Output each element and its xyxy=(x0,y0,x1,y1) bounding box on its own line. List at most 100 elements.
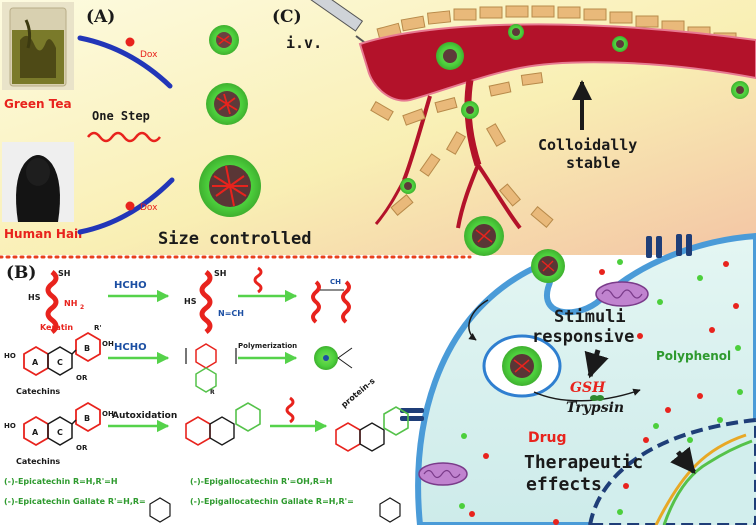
ring-b-label-1: B xyxy=(84,344,90,353)
vessel-branch-1 xyxy=(464,79,482,167)
dox-dot-top xyxy=(125,37,135,47)
stimuli-arrow xyxy=(584,349,609,379)
polyphenol-strand-bottom xyxy=(77,177,175,235)
drug-label: Drug xyxy=(528,430,567,446)
dna-helix xyxy=(654,433,753,525)
legend-epigallocatechin-gallate: (-)-Epigallocatechin Gallate R=H,R'= xyxy=(190,497,354,506)
vessel-nanoparticles xyxy=(400,24,749,256)
keratin-nh-label: NH xyxy=(64,299,77,308)
human-hair-label: Human Hair xyxy=(4,227,84,241)
cat2-oh: OH xyxy=(102,410,114,418)
vessel-branch-4 xyxy=(402,95,432,181)
polyphenol-dots xyxy=(459,259,743,515)
green-tea-photo xyxy=(2,2,74,90)
catechins-label-1: Catechins xyxy=(16,387,60,396)
size-controlled-label: Size controlled xyxy=(158,229,312,249)
mitochondrion-bottom xyxy=(418,462,468,486)
ring-c-label-2: C xyxy=(57,428,63,437)
human-hair-photo xyxy=(2,142,74,222)
dox-label-bottom: Dox xyxy=(140,203,158,213)
release-arrow xyxy=(533,388,641,402)
keratin-label: Keratin xyxy=(40,323,73,332)
cat2-or: OR xyxy=(76,444,88,452)
cat1-rprime: R' xyxy=(94,324,102,332)
green-tea-label: Green Tea xyxy=(4,97,72,111)
legend-epicatechin-gallate: (-)-Epicatechin Gallate R'=H,R= xyxy=(4,497,146,506)
polymer-nanoparticle xyxy=(314,346,353,370)
gsh-label: GSH xyxy=(570,380,606,396)
blood-vessel xyxy=(358,23,756,102)
therapeutic-label: Therapeutic xyxy=(524,452,643,473)
catechin-structure-2 xyxy=(23,401,101,447)
gallate-group-1 xyxy=(149,497,171,523)
crosslink-ch2-label: CH xyxy=(330,278,341,286)
nucleus-arrow xyxy=(670,446,696,474)
panel-c: (C) i.v. xyxy=(272,0,756,256)
legend-epigallocatechin: (-)-Epigallocatechin R'=OH,R=H xyxy=(190,477,332,486)
polyphenol-strand-top xyxy=(77,35,173,89)
panel-a-label: (A) xyxy=(86,7,115,27)
cat1-or: OR xyxy=(76,374,88,382)
endocytosis-nanoparticle xyxy=(531,249,565,283)
hcho-label-1: HCHO xyxy=(114,280,147,291)
cat1-ho: HO xyxy=(4,352,16,360)
endothelial-cells-bottom xyxy=(370,72,554,228)
keratin-hs-label: HS xyxy=(28,293,41,302)
catechin-structure-1 xyxy=(23,331,101,377)
ring-a-label-1: A xyxy=(32,358,39,367)
one-step-label: One Step xyxy=(92,109,150,123)
imine-sh-label: SH xyxy=(214,269,226,278)
mitochondrion-top xyxy=(595,281,649,307)
cell: Stimuli responsive GSH Trypsin Polypheno… xyxy=(400,232,756,525)
dox-label-top: Dox xyxy=(140,50,158,60)
poly-r-label: R xyxy=(210,389,215,396)
nanoparticle-small xyxy=(209,25,239,55)
keratin-helix xyxy=(45,270,59,334)
hcho-label-2: HCHO xyxy=(114,342,147,353)
keratin-nh-sub: 2 xyxy=(80,304,84,311)
mini-helix-2 xyxy=(285,396,295,424)
panel-b-label: (B) xyxy=(6,263,36,283)
nanoparticle-medium xyxy=(206,83,248,125)
catechin-polymer-unit xyxy=(185,343,237,393)
panel-c-label: (C) xyxy=(272,7,302,27)
imine-hs-label: HS xyxy=(184,297,197,306)
polyphenol-label: Polyphenol xyxy=(656,349,731,363)
cat2-ho: HO xyxy=(4,422,16,430)
effects-label: effects xyxy=(526,474,602,495)
mini-helix-1 xyxy=(253,266,263,294)
colloidally-label: Colloidally xyxy=(538,136,637,154)
dox-dot-bottom xyxy=(125,201,135,211)
polymerization-label: Polymerization xyxy=(238,342,297,350)
scissors-icon xyxy=(590,395,604,401)
stimuli-label: Stimuli xyxy=(554,307,626,327)
quinone-structure xyxy=(185,402,261,446)
panel-a: Green Tea Human Hair (A) Dox One Step Do… xyxy=(2,2,312,249)
responsive-label: responsive xyxy=(532,327,634,347)
ring-b-label-2: B xyxy=(84,414,90,423)
membrane-channel-left xyxy=(400,408,424,421)
iv-label: i.v. xyxy=(286,34,322,52)
endosome xyxy=(482,334,562,398)
imine-nch2-label: N=CH xyxy=(218,309,244,318)
crosslinked-keratin xyxy=(311,280,351,324)
catechins-label-2: Catechins xyxy=(16,457,60,466)
legend-epicatechin: (-)-Epicatechin R=H,R'=H xyxy=(4,477,118,486)
cat1-oh: OH xyxy=(102,340,114,348)
keratin-imine xyxy=(199,270,213,334)
vessel-branch-3 xyxy=(476,163,522,230)
keratin-wave xyxy=(87,131,161,143)
ring-a-label-2: A xyxy=(32,428,39,437)
gallate-group-2 xyxy=(379,497,401,523)
keratin-sh-label: SH xyxy=(58,269,70,278)
membrane-channel-top xyxy=(646,234,692,258)
drug-dots xyxy=(469,261,739,525)
ring-c-label-1: C xyxy=(57,358,63,367)
nanoparticle-large xyxy=(199,155,261,217)
conjugate-structure xyxy=(335,406,409,452)
vessel-branch-2 xyxy=(456,164,480,229)
trypsin-label: Trypsin xyxy=(566,400,624,416)
autoxidation-label: Autoxidation xyxy=(112,411,177,421)
